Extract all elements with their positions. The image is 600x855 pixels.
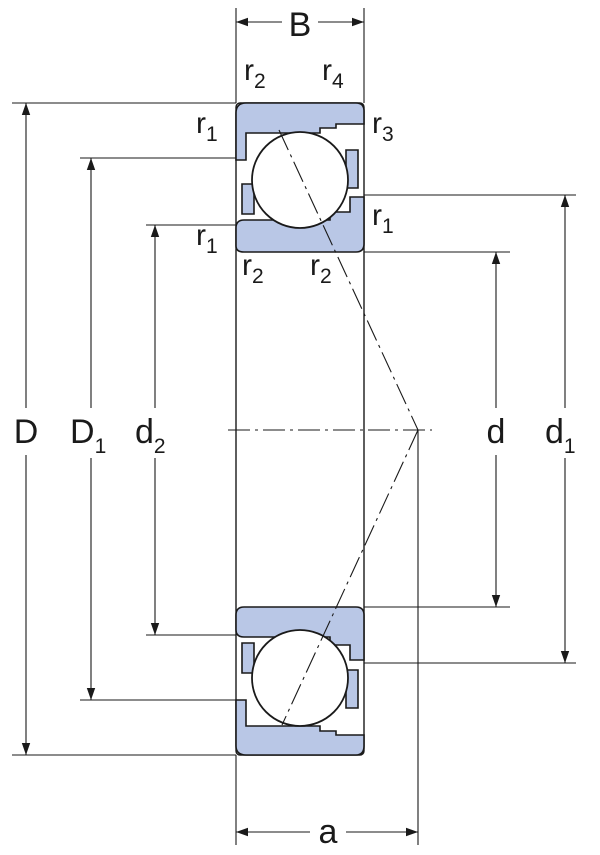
label-d2: d2	[135, 413, 166, 458]
label-D1: D1	[70, 413, 106, 458]
label-r2-bottom-right: r2	[310, 249, 332, 288]
label-d: d	[487, 413, 506, 451]
outer-ring-lower	[235, 699, 365, 756]
label-B: B	[289, 6, 312, 44]
ball-upper	[251, 131, 349, 229]
cage-lower-right	[345, 669, 359, 709]
label-r2-top-left: r2	[244, 54, 266, 93]
label-d1: d1	[545, 413, 576, 458]
label-D: D	[14, 413, 39, 451]
label-r2-bottom-left: r2	[242, 249, 264, 288]
ball-lower	[251, 629, 349, 727]
label-r3-outer-right: r3	[372, 107, 394, 146]
label-r1-inner-left: r1	[196, 219, 218, 258]
upper-section	[235, 102, 365, 253]
label-r4-top-right: r4	[322, 54, 344, 93]
contact-line-upper	[278, 129, 419, 431]
label-r1-inner-right: r1	[372, 199, 394, 238]
cage-upper-left	[241, 183, 255, 215]
label-r1-outer-left: r1	[196, 107, 218, 146]
lower-section	[235, 606, 365, 756]
label-a: a	[319, 813, 338, 851]
contact-line-lower	[281, 429, 419, 726]
